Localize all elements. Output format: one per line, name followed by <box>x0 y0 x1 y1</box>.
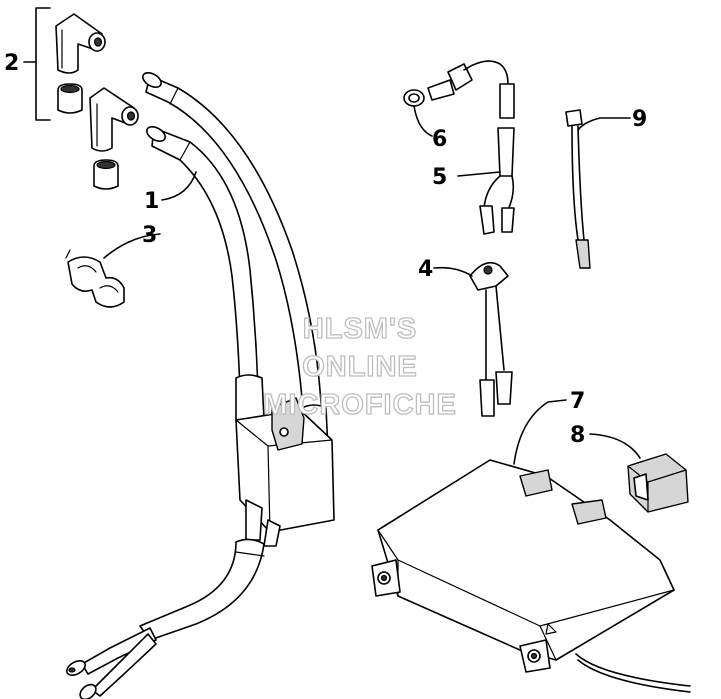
leader-5 <box>457 171 501 177</box>
watermark-line-3: MICROFICHE <box>263 389 457 421</box>
rubber-cap <box>627 453 689 513</box>
callout-6: 6 <box>432 127 447 152</box>
leader-4 <box>433 266 473 277</box>
callout-1: 1 <box>144 189 159 214</box>
leader-1 <box>161 171 197 201</box>
plug-cap-upper <box>55 13 106 74</box>
leader-9 <box>577 117 631 131</box>
sensor-with-leads <box>469 261 513 417</box>
watermark-line-2: ONLINE <box>302 351 418 383</box>
spark-plug-cap-set <box>23 7 139 190</box>
sensor-washer <box>403 89 425 107</box>
callout-labels: 2 1 3 4 5 6 7 8 9 <box>4 51 647 448</box>
leader-3 <box>103 233 161 259</box>
plug-boot-lower <box>93 159 119 190</box>
wire-lead <box>565 109 591 269</box>
callout-3: 3 <box>142 223 157 248</box>
plug-boot-upper <box>57 83 83 114</box>
callout-2: 2 <box>4 51 19 76</box>
plug-cap-lower <box>89 87 139 152</box>
cdi-box <box>371 459 691 693</box>
leader-lines <box>103 105 641 465</box>
callout-4: 4 <box>418 257 433 282</box>
callout-5: 5 <box>432 165 447 190</box>
temperature-sensor-harness <box>427 60 515 235</box>
callout-8: 8 <box>570 423 585 448</box>
bracket-2 <box>35 7 51 121</box>
ignition-coil <box>66 71 335 699</box>
watermark-line-1: HLSM'S <box>303 313 417 345</box>
leader-6 <box>413 105 433 137</box>
callout-7: 7 <box>570 389 585 414</box>
watermark: HLSM'S ONLINE MICROFICHE <box>263 312 457 421</box>
leader-8 <box>589 433 641 459</box>
callout-9: 9 <box>632 107 647 132</box>
wire-clip <box>65 249 125 308</box>
leader-7 <box>513 399 567 465</box>
